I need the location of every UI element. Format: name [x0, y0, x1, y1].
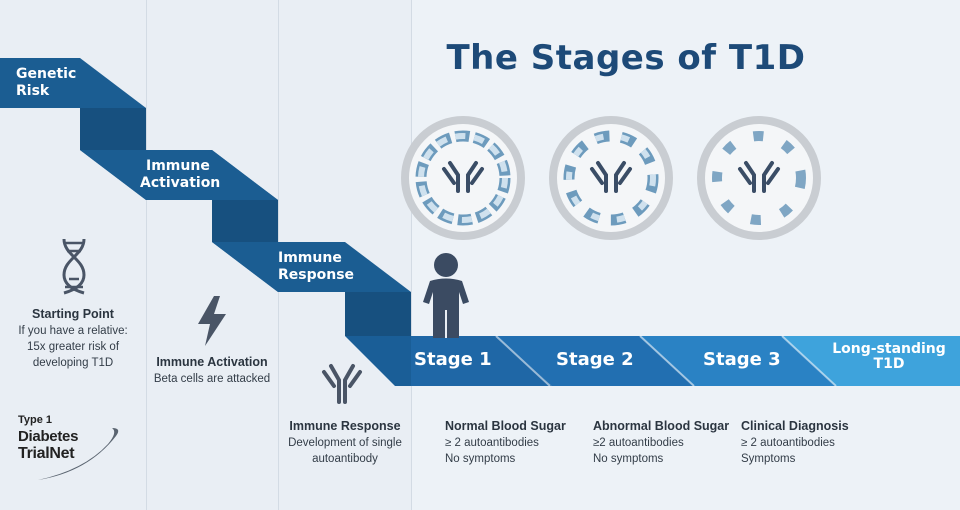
step-label-immune-activation: Immune Activation — [140, 158, 220, 192]
description-line: No symptoms — [593, 453, 664, 465]
ribbon-stage-3 — [640, 336, 836, 386]
step-label-line: Activation — [140, 175, 221, 191]
description-stage-2: Abnormal Blood Sugar ≥2 autoantibodies N… — [593, 418, 738, 467]
dna-icon — [62, 238, 86, 295]
person-icon — [423, 253, 469, 338]
description-heading: Starting Point — [32, 307, 114, 321]
description-heading: Immune Activation — [156, 355, 268, 369]
description-heading: Abnormal Blood Sugar — [593, 419, 730, 433]
description-line: ≥2 autoantibodies — [593, 437, 684, 449]
trialnet-logo: Type 1 Diabetes TrialNet — [18, 414, 128, 486]
step-label-immune-response: Immune Response — [278, 250, 354, 284]
step-label-line: Response — [278, 267, 355, 283]
stage-label-line: T1D — [873, 356, 905, 372]
page-title: The Stages of T1D — [446, 38, 806, 78]
stage-label-line: Long-standing — [832, 341, 946, 357]
description-line: ≥ 2 autoantibodies — [445, 437, 539, 449]
description-line: No symptoms — [445, 453, 516, 465]
ribbon-long-standing — [782, 336, 960, 386]
ribbon-fold — [345, 336, 411, 386]
antibody-icon — [322, 364, 362, 404]
ribbon-stage-1 — [411, 336, 552, 386]
ribbon-stage-2 — [496, 336, 694, 386]
step-label-line: Immune — [278, 250, 342, 266]
description-immune-activation: Immune Activation Beta cells are attacke… — [148, 354, 276, 387]
stages-background — [412, 0, 960, 510]
description-line: Development of single — [288, 437, 402, 449]
step-label-genetic-risk: Genetic Risk — [16, 66, 76, 100]
beta-cell-antibody-icon — [401, 116, 525, 240]
description-starting-point: Starting Point If you have a relative: 1… — [8, 306, 138, 371]
column-divider — [411, 0, 412, 510]
logo-text: Diabetes — [18, 428, 79, 445]
beta-cell-antibody-icon — [697, 116, 821, 240]
stage-label-2: Stage 2 — [556, 349, 634, 370]
description-immune-response: Immune Response Development of single au… — [280, 418, 410, 467]
step-label-line: Immune — [146, 158, 210, 174]
description-heading: Normal Blood Sugar — [445, 419, 566, 433]
description-heading: Clinical Diagnosis — [741, 419, 849, 433]
step-label-line: Genetic — [16, 66, 77, 82]
ribbon-step-genetic-risk — [0, 58, 146, 108]
stage-label-3: Stage 3 — [703, 349, 781, 370]
description-line: If you have a relative: — [18, 325, 128, 337]
description-line: Beta cells are attacked — [153, 373, 271, 385]
lightning-bolt-icon — [198, 296, 226, 346]
logo-text: TrialNet — [18, 445, 75, 462]
ribbon-drop-3 — [345, 292, 411, 336]
column-divider — [146, 0, 147, 510]
stage-label-long-standing: Long-standing T1D — [824, 342, 954, 372]
stage-label-1: Stage 1 — [414, 349, 492, 370]
ribbon-drop-1 — [80, 108, 146, 150]
step-label-line: Risk — [16, 83, 50, 99]
description-line: 15x greater risk of — [26, 341, 120, 353]
description-stage-1: Normal Blood Sugar ≥ 2 autoantibodies No… — [445, 418, 585, 467]
description-line: Symptoms — [741, 453, 796, 465]
description-heading: Immune Response — [289, 419, 401, 433]
description-stage-3: Clinical Diagnosis ≥ 2 autoantibodies Sy… — [741, 418, 881, 467]
beta-cell-antibody-icon — [549, 116, 673, 240]
description-line: developing T1D — [32, 357, 114, 369]
description-line: autoantibody — [312, 453, 378, 465]
logo-text: Type 1 — [18, 414, 53, 426]
description-line: ≥ 2 autoantibodies — [741, 437, 835, 449]
ribbon-drop-2 — [212, 200, 278, 242]
